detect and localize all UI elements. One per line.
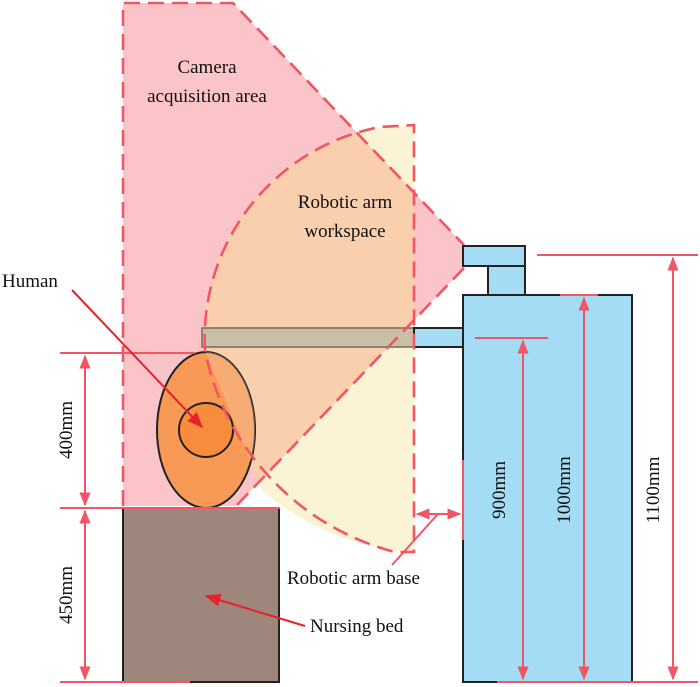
arm-workspace-label-line2: workspace: [304, 221, 385, 242]
human-label: Human: [2, 271, 58, 292]
arm-workspace-label-line1: Robotic arm: [298, 192, 393, 213]
body-height-label: 1000mm: [554, 456, 575, 524]
arm-link-connector: [413, 327, 465, 348]
camera-area-boundary-lower: [235, 267, 465, 507]
dimension-body-height: [560, 294, 598, 681]
dimension-human-height: [60, 352, 280, 509]
camera-head: [462, 245, 526, 267]
camera-area-label-line1: Camera: [177, 57, 237, 78]
dimension-bed-height: [60, 509, 190, 683]
camera-area-label-line2: acquisition area: [147, 86, 267, 107]
bed-pointer-arrow: [204, 594, 306, 627]
robot-body: [462, 294, 633, 683]
human-height-label: 400mm: [56, 401, 77, 459]
robot-base-label: Robotic arm base: [287, 568, 420, 589]
nursing-bed: [122, 507, 280, 683]
human-pointer-arrow: [71, 289, 204, 429]
dimension-arm-mount-height: [475, 337, 548, 681]
dimension-camera-height: [497, 254, 698, 683]
camera-mast: [487, 265, 526, 296]
bed-height-label: 450mm: [56, 566, 77, 624]
dimension-base-gap: [391, 460, 464, 566]
camera-height-label: 1100mm: [643, 456, 664, 523]
arm-workspace-boundary: [203, 123, 416, 554]
arm-mount-height-label: 900mm: [489, 461, 510, 519]
camera-area-boundary: [121, 1, 465, 506]
nursing-bed-label: Nursing bed: [310, 616, 404, 637]
arm-link: [201, 327, 415, 348]
